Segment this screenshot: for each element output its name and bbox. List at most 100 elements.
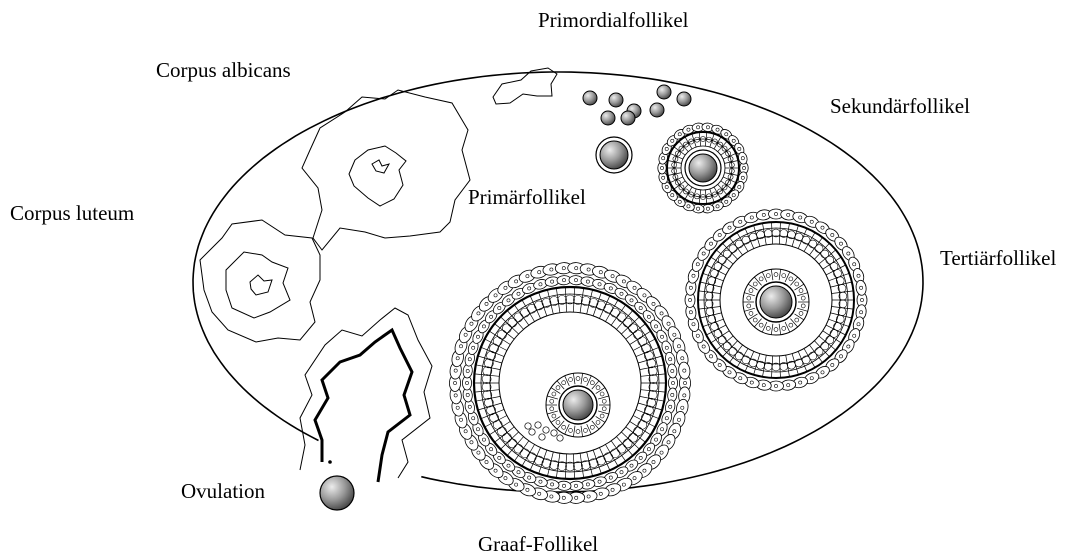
granulosa-nucleus <box>795 359 803 367</box>
graaf-cell-divider <box>593 292 601 316</box>
secondary-cell-divider <box>723 177 736 183</box>
secondary-cell-divider <box>670 177 683 183</box>
theca-cell <box>678 362 691 380</box>
graaf-cell-divider <box>600 296 610 319</box>
graaf-cell-divider <box>476 396 501 401</box>
tertiary-cumulus-divider <box>744 293 755 296</box>
tertiary-cumulus-divider <box>797 308 808 311</box>
granulosa-nucleus <box>550 297 559 306</box>
theca-cell <box>667 364 678 379</box>
granulosa-nucleus <box>759 277 763 281</box>
corpus-luteum-core <box>250 275 272 295</box>
graaf-cell-divider <box>476 365 501 370</box>
label-ovulation: Ovulation <box>181 481 265 502</box>
granulosa-nucleus <box>747 304 751 308</box>
granulosa-nucleus <box>634 427 643 436</box>
tertiary-cumulus-divider <box>779 269 781 280</box>
graaf-follicle <box>449 262 691 504</box>
graaf-cell-divider <box>547 290 553 314</box>
secondary-cell-divider <box>710 189 714 202</box>
granulosa-nucleus <box>795 318 799 322</box>
granulosa-nucleus <box>747 296 751 300</box>
tertiary-cumulus-divider <box>762 322 767 332</box>
tertiary-oocyte <box>760 286 792 318</box>
granulosa-nucleus <box>799 311 803 315</box>
secondary-cell-divider <box>723 153 736 159</box>
graaf-cell-divider <box>478 356 502 363</box>
granulosa-nucleus <box>766 274 770 278</box>
secondary-cell-divider <box>692 189 696 202</box>
graaf-cell-divider <box>539 450 547 474</box>
graaf-cell-divider <box>587 290 593 314</box>
tertiary-cumulus-divider <box>785 272 790 282</box>
tertiary-cumulus-divider <box>744 308 755 311</box>
primordial-follicle <box>657 85 671 99</box>
graaf-loose-cell <box>529 429 535 435</box>
tertiary-cumulus-divider <box>790 277 797 285</box>
granulosa-nucleus <box>514 313 523 322</box>
secondary-follicle <box>658 122 749 213</box>
label-primaerfollikel: Primärfollikel <box>468 187 586 208</box>
ruptured-follicle-wall <box>315 330 412 482</box>
granulosa-nucleus <box>782 326 786 330</box>
graaf-cell-divider <box>636 347 659 356</box>
graaf-cell-divider <box>556 288 560 313</box>
graaf-loose-cell <box>525 423 531 429</box>
corpus-luteum <box>200 220 320 342</box>
secondary-cell-divider <box>710 134 714 147</box>
graaf-cell-divider <box>547 452 553 476</box>
graaf-cell-divider <box>640 365 665 370</box>
granulosa-nucleus <box>581 460 590 469</box>
granulosa-nucleus <box>617 444 626 453</box>
granulosa-nucleus <box>520 449 529 458</box>
tertiary-cumulus-divider <box>754 277 761 285</box>
granulosa-nucleus <box>611 308 620 317</box>
primordial-follicle <box>601 111 615 125</box>
tertiary-cumulus-divider <box>771 269 773 280</box>
granulosa-nucleus <box>789 277 793 281</box>
granulosa-nucleus <box>617 313 626 322</box>
secondary-oocyte <box>689 154 717 182</box>
label-primordialfollikel: Primordialfollikel <box>538 10 688 31</box>
granulosa-nucleus <box>753 318 757 322</box>
graaf-cell-divider <box>636 409 659 418</box>
graaf-cell-divider <box>638 403 662 410</box>
granulosa-nucleus <box>508 439 517 448</box>
primordial-follicle <box>677 92 691 106</box>
label-sekundaerfollikel: Sekundärfollikel <box>830 96 970 117</box>
graaf-loose-cell <box>535 422 541 428</box>
label-graaf-follikel: Graaf-Follikel <box>478 534 598 555</box>
graaf-loose-cell <box>539 434 545 440</box>
granulosa-nucleus <box>766 326 770 330</box>
granulosa-nucleus <box>801 304 805 308</box>
primordial-follicle <box>621 111 635 125</box>
label-tertiaerfollikel: Tertiärfollikel <box>940 248 1056 269</box>
primary-follicle <box>596 137 632 173</box>
granulosa-nucleus <box>493 337 502 346</box>
granulosa-nucleus <box>638 420 647 429</box>
secondary-cell-divider <box>670 153 683 159</box>
graaf-loose-cell <box>557 435 563 441</box>
granulosa-nucleus <box>634 330 643 339</box>
tertiary-cumulus-divider <box>771 324 773 335</box>
granulosa-nucleus <box>774 328 778 332</box>
granulosa-nucleus <box>774 273 778 277</box>
corpus-luteum-outline <box>200 220 320 342</box>
granulosa-nucleus <box>749 289 753 293</box>
graaf-cell-divider <box>638 356 662 363</box>
graaf-cell-divider <box>478 403 502 410</box>
granulosa-nucleus <box>623 318 632 327</box>
corpus-luteum-inner <box>226 252 290 318</box>
tertiary-cumulus-divider <box>754 319 761 327</box>
graaf-cell-divider <box>580 453 584 478</box>
granulosa-nucleus <box>508 318 517 327</box>
graaf-cell-divider <box>593 450 601 474</box>
granulosa-nucleus <box>629 324 638 333</box>
corpus-albicans-core <box>372 160 389 173</box>
graaf-oocyte <box>563 390 593 420</box>
tertiary-cumulus-divider <box>797 293 808 296</box>
graaf-cell-divider <box>530 296 540 319</box>
ovulated-oocyte <box>320 476 354 510</box>
